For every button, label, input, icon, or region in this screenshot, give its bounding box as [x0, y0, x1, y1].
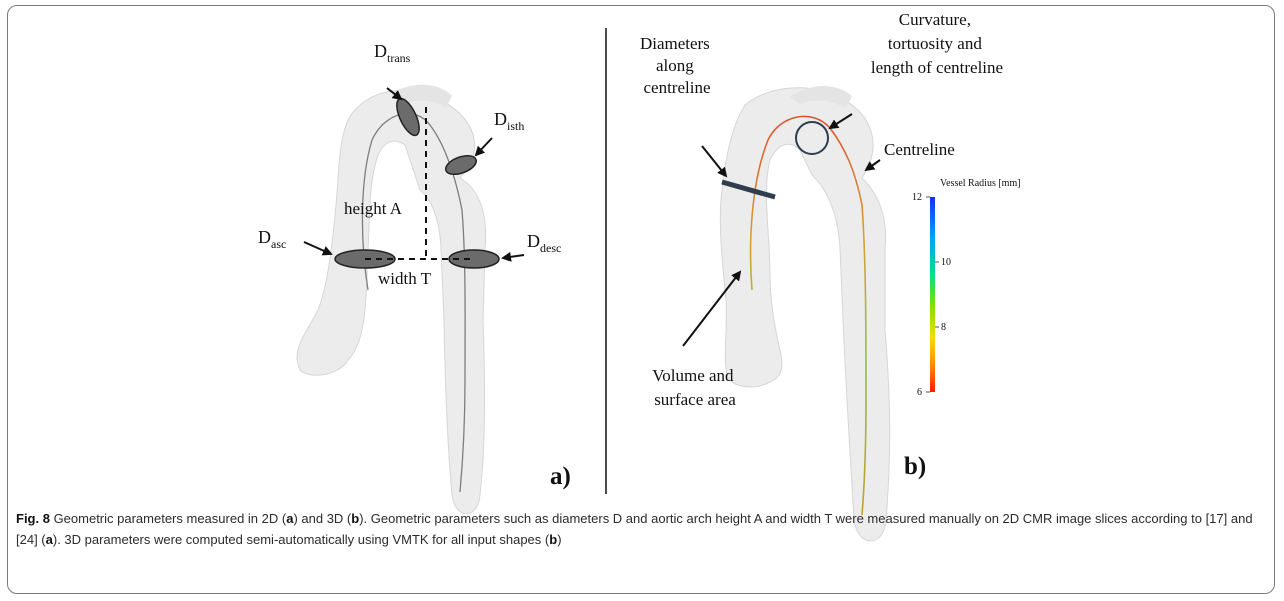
- arrow-volume: [682, 270, 742, 347]
- colorbar: [930, 197, 935, 392]
- arrow-d-desc: [501, 251, 525, 262]
- width-t-label: width T: [378, 269, 432, 288]
- aorta-shape-a: [296, 89, 487, 515]
- figure-number: Fig. 8: [16, 511, 50, 526]
- arrow-diameters: [701, 145, 728, 178]
- curvature-label: Curvature, tortuosity and length of cent…: [871, 10, 1003, 77]
- d-desc-ellipse: [448, 249, 500, 269]
- d-isth-label: Disth: [494, 109, 524, 133]
- colorbar-ticks: [926, 196, 939, 393]
- centreline-b: [749, 115, 867, 516]
- arrow-curvature: [828, 113, 853, 130]
- height-a-label: height A: [344, 199, 403, 218]
- arrow-d-asc: [303, 241, 333, 256]
- panel-b-letter: b): [904, 453, 926, 480]
- volume-label: Volume and surface area: [652, 366, 738, 409]
- d-desc-label: Ddesc: [527, 231, 561, 255]
- colorbar-title: Vessel Radius [mm]: [940, 178, 1021, 189]
- d-asc-label: Dasc: [258, 227, 286, 251]
- aorta-shape-b: [719, 87, 891, 542]
- colorbar-tick-10: 10: [941, 257, 951, 268]
- curvature-circle: [795, 121, 829, 155]
- colorbar-tick-8: 8: [941, 322, 946, 333]
- figure-caption: Fig. 8 Geometric parameters measured in …: [16, 511, 1253, 547]
- figure-frame: [7, 5, 1275, 594]
- diameter-bar: [721, 179, 776, 200]
- colorbar-tick-12: 12: [912, 192, 922, 203]
- panel-a-letter: a): [550, 463, 571, 490]
- panel-b: Diameters along centreline Curvature, to…: [640, 10, 1021, 542]
- centreline-label: Centreline: [884, 140, 955, 159]
- colorbar-tick-6: 6: [917, 387, 922, 398]
- arrow-centreline: [864, 159, 881, 172]
- panel-a: Dtrans Disth Dasc Ddesc height A width T…: [258, 41, 571, 515]
- d-trans-label: Dtrans: [374, 41, 411, 65]
- arrow-d-trans: [386, 87, 403, 101]
- d-isth-ellipse: [444, 154, 478, 176]
- arch-branch-b: [790, 85, 852, 108]
- diameters-label: Diameters along centreline: [640, 34, 714, 97]
- arrow-d-isth: [474, 137, 493, 157]
